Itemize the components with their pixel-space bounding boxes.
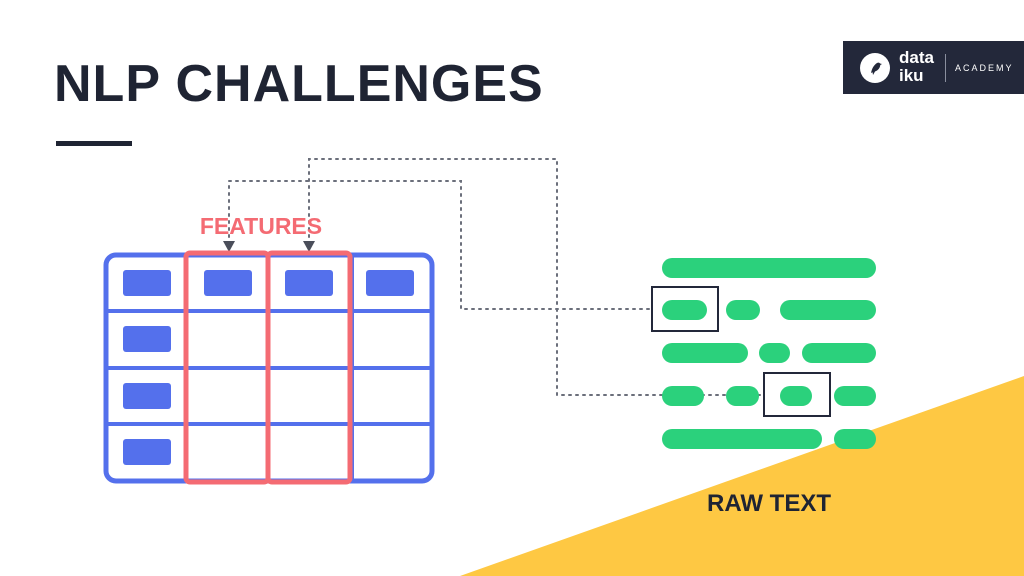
text-word-bar [662, 386, 704, 406]
raw-text-block [662, 258, 876, 449]
selected-word-box [651, 286, 719, 332]
table-row-cell [123, 326, 171, 352]
title-underline [56, 141, 132, 146]
selected-word-box [763, 372, 831, 417]
text-word-bar [662, 300, 707, 320]
arrow-down-icon [223, 241, 235, 252]
table-header-cell [285, 270, 333, 296]
bird-icon [871, 62, 882, 75]
text-word-bar [802, 343, 876, 363]
arrow-down-icon [303, 241, 315, 252]
connector-feature1 [228, 180, 653, 310]
table-header-cell [204, 270, 252, 296]
logo-word-line2: iku [899, 66, 924, 85]
connector-feature2 [308, 158, 765, 396]
table-row-cell [123, 383, 171, 409]
dotted-connectors [228, 158, 765, 396]
dataiku-academy-logo: data iku ACADEMY [843, 41, 1024, 94]
logo-wordmark: data iku [899, 49, 934, 85]
text-word-bar [726, 300, 760, 320]
logo-divider [945, 54, 946, 82]
text-line-bar [662, 258, 876, 278]
data-table [103, 250, 435, 485]
logo-academy-label: ACADEMY [955, 63, 1014, 73]
slide-title: NLP CHALLENGES [54, 55, 544, 113]
text-word-bar [780, 386, 812, 406]
text-word-bar [780, 300, 876, 320]
table-header-cell [123, 270, 171, 296]
table-row-cell [123, 439, 171, 465]
features-label: FEATURES [200, 213, 322, 239]
text-word-bar [834, 429, 876, 449]
text-word-bar [662, 429, 822, 449]
text-word-bar [834, 386, 876, 406]
logo-word-line1: data [899, 48, 934, 67]
logo-circle [860, 53, 890, 83]
text-word-bar [662, 343, 748, 363]
text-word-bar [759, 343, 790, 363]
text-word-bar [726, 386, 759, 406]
feature-column-highlight [265, 250, 353, 485]
table-header-cell [366, 270, 414, 296]
raw-text-label: RAW TEXT [707, 490, 831, 517]
